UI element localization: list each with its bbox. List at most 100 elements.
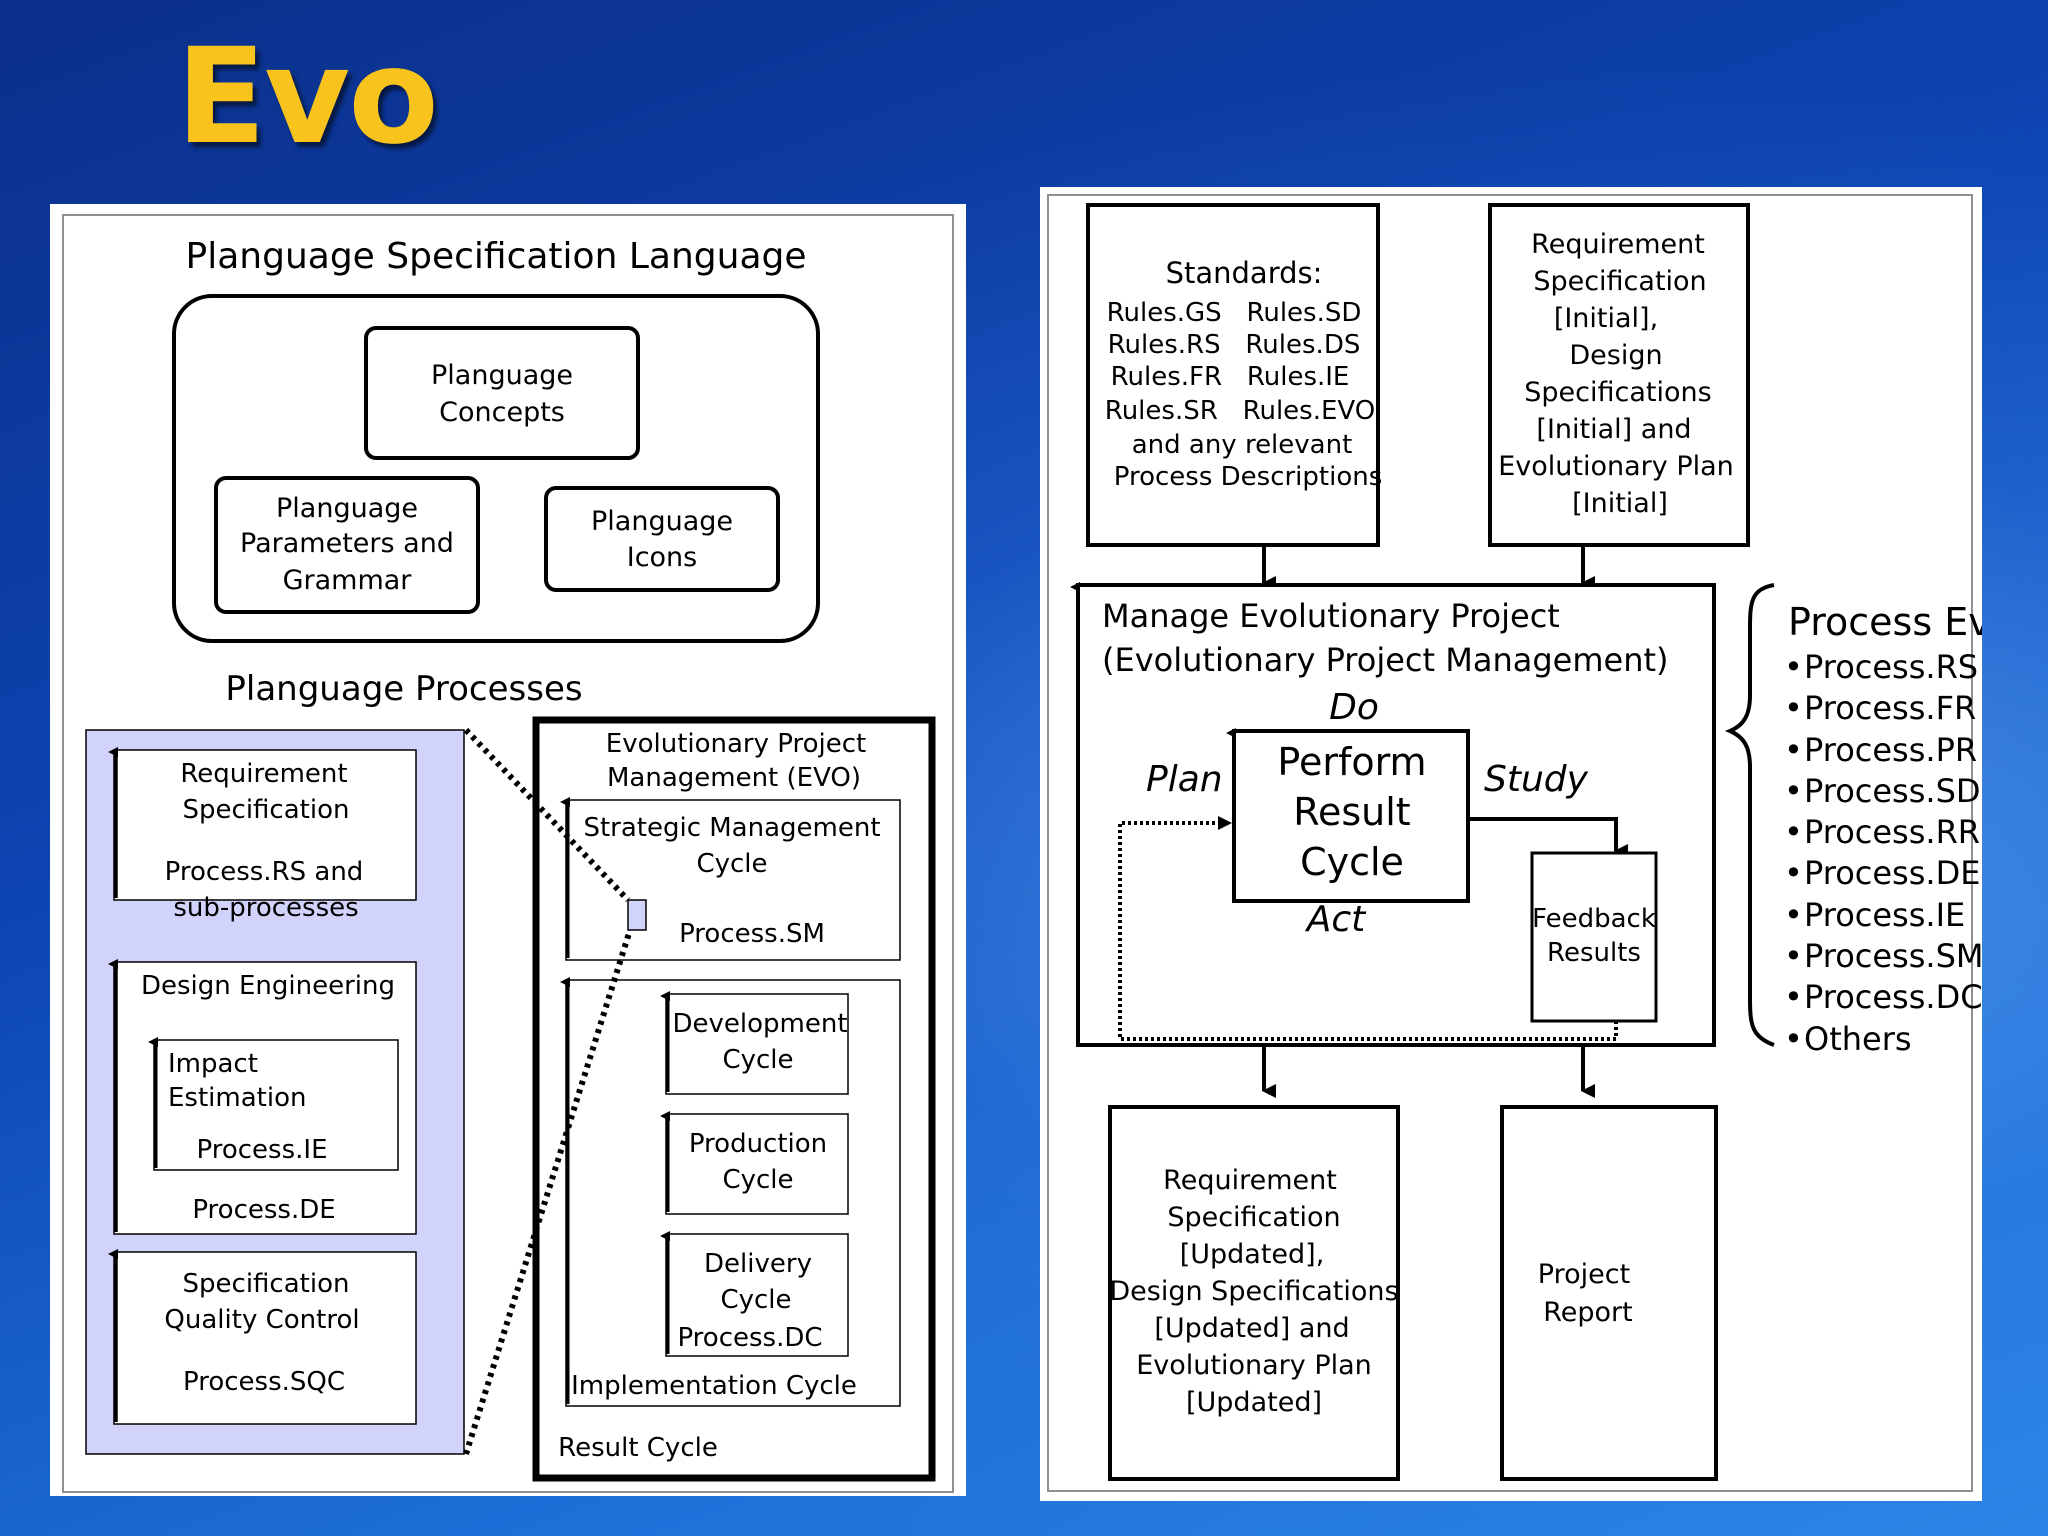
impact-line-2: Estimation — [168, 1083, 306, 1113]
impact-line-1: Impact — [168, 1049, 258, 1079]
strategic-line-1: Strategic Management — [583, 813, 880, 843]
parameters-box — [214, 476, 480, 614]
planguage-diagram: Planguage Specification Language Plangua… — [85, 236, 936, 1482]
result-cycle-label: Result Cycle — [558, 1433, 718, 1463]
evo-heading-line-2: Management (EVO) — [607, 763, 861, 793]
req-updated-box — [1108, 1105, 1400, 1481]
process-evo-title: Process Evo — [1788, 600, 1982, 644]
concepts-box — [364, 326, 640, 460]
req-initial-line-7: Evolutionary Plan — [1498, 451, 1734, 482]
delivery-line-3: Process.DC — [677, 1323, 822, 1353]
icons-box — [544, 486, 780, 592]
development-cycle-box — [665, 993, 849, 1095]
evo-process-diagram-panel: Standards: Rules.GS Rules.SD Rules.RS Ru… — [1040, 187, 2014, 1501]
concepts-line-2: Concepts — [439, 397, 565, 428]
process-bullet: • — [1784, 689, 1803, 727]
production-line-2: Cycle — [722, 1165, 793, 1195]
concepts-line-1: Planguage — [431, 360, 573, 391]
process-bullet: • — [1784, 978, 1803, 1016]
development-line-1: Development — [672, 1009, 847, 1039]
design-engineering-label: Design Engineering — [141, 971, 395, 1001]
spec-qc-box — [113, 1251, 417, 1425]
production-line-1: Production — [689, 1129, 827, 1159]
req-updated-line-7: [Updated] — [1186, 1387, 1322, 1418]
req-updated-line-6: Evolutionary Plan — [1136, 1350, 1372, 1381]
implementation-label: Implementation Cycle — [571, 1371, 857, 1401]
standards-line-4: Rules.FR Rules.IE — [1111, 362, 1350, 392]
standards-line-7: Process Descriptions — [1114, 462, 1383, 492]
process-item-rr: Process.RR — [1804, 813, 1980, 851]
process-item-rs: Process.RS — [1804, 648, 1978, 686]
do-label: Do — [1329, 687, 1379, 728]
strategic-line-3: Process.SM — [679, 919, 825, 949]
production-cycle-box — [665, 1113, 849, 1215]
planguage-diagram-panel: Planguage Specification Language Plangua… — [50, 204, 966, 1496]
parameters-line-3: Grammar — [283, 565, 413, 596]
req-initial-line-6: [Initial] and — [1536, 414, 1691, 445]
process-list: • Process.RS • Process.FR • Process.PR •… — [1784, 648, 1983, 1058]
study-arrow — [1468, 817, 1628, 858]
zoom-line-bottom — [463, 929, 633, 1455]
development-line-2: Cycle — [722, 1045, 793, 1075]
process-item-dc: Process.DC — [1804, 978, 1982, 1016]
zoom-line-top — [463, 727, 631, 903]
req-updated-line-4: Design Specifications — [1109, 1276, 1398, 1307]
zoom-marker — [627, 899, 647, 931]
perform-line-2: Result — [1293, 790, 1410, 834]
process-bullet: • — [1784, 731, 1803, 769]
req-initial-line-5: Specifications — [1524, 377, 1711, 408]
process-bullet: • — [1784, 854, 1803, 892]
process-brace — [1724, 583, 1775, 1047]
req-spec-line-2: Specification — [183, 795, 350, 825]
strategic-management-box — [565, 799, 901, 961]
perform-line-3: Cycle — [1300, 840, 1404, 884]
impact-line-3: Process.IE — [197, 1135, 328, 1165]
process-item-ie: Process.IE — [1804, 896, 1965, 934]
act-label: Act — [1305, 899, 1367, 940]
process-item-fr: Process.FR — [1804, 689, 1976, 727]
project-report-line-2: Report — [1543, 1297, 1633, 1328]
process-item-pr: Process.PR — [1804, 731, 1977, 769]
process-bullet: • — [1784, 1020, 1803, 1058]
plan-label: Plan — [1146, 759, 1223, 800]
plan-loop-arrow — [1118, 816, 1618, 1041]
standards-line-1: Standards: — [1166, 256, 1323, 290]
req-updated-line-3: [Updated], — [1180, 1239, 1325, 1270]
process-item-others: Others — [1804, 1020, 1912, 1058]
process-item-de: Process.DE — [1804, 854, 1980, 892]
study-label: Study — [1484, 759, 1589, 800]
standards-line-5: Rules.SR Rules.EVO — [1105, 396, 1375, 426]
feedback-results-box — [1530, 851, 1658, 1023]
process-bullet: • — [1784, 648, 1803, 686]
req-initial-line-3: [Initial], — [1554, 303, 1658, 334]
project-report-box — [1500, 1105, 1718, 1481]
standards-line-6: and any relevant — [1132, 430, 1353, 460]
process-bullet: • — [1784, 937, 1803, 975]
delivery-line-1: Delivery — [704, 1249, 812, 1279]
process-bullet: • — [1784, 813, 1803, 851]
delivery-line-2: Cycle — [720, 1285, 791, 1315]
processes-heading: Planguage Processes — [225, 669, 582, 709]
perform-line-1: Perform — [1277, 740, 1426, 784]
req-spec-box — [113, 749, 417, 901]
spec-qc-line-3: Process.SQC — [183, 1367, 345, 1397]
perform-result-cycle-box — [1232, 729, 1470, 903]
icons-line-2: Icons — [627, 542, 698, 573]
process-de-label: Process.DE — [192, 1195, 335, 1225]
standards-box — [1086, 203, 1380, 547]
manage-title-line-1: Manage Evolutionary Project — [1102, 597, 1560, 635]
req-initial-box — [1488, 203, 1750, 547]
req-updated-line-2: Specification — [1167, 1202, 1340, 1233]
spec-qc-line-1: Specification — [183, 1269, 350, 1299]
feedback-line-1: Feedback — [1532, 904, 1656, 934]
process-bullet: • — [1784, 896, 1803, 934]
req-updated-line-1: Requirement — [1163, 1165, 1337, 1196]
language-heading: Planguage Specification Language — [186, 236, 807, 277]
feedback-line-2: Results — [1547, 938, 1641, 968]
req-updated-line-5: [Updated] and — [1154, 1313, 1349, 1344]
strategic-line-2: Cycle — [696, 849, 767, 879]
process-item-sd: Process.SD — [1804, 772, 1981, 810]
req-spec-line-1: Requirement — [180, 759, 347, 789]
process-bullet: • — [1784, 772, 1803, 810]
standards-line-3: Rules.RS Rules.DS — [1108, 330, 1361, 360]
